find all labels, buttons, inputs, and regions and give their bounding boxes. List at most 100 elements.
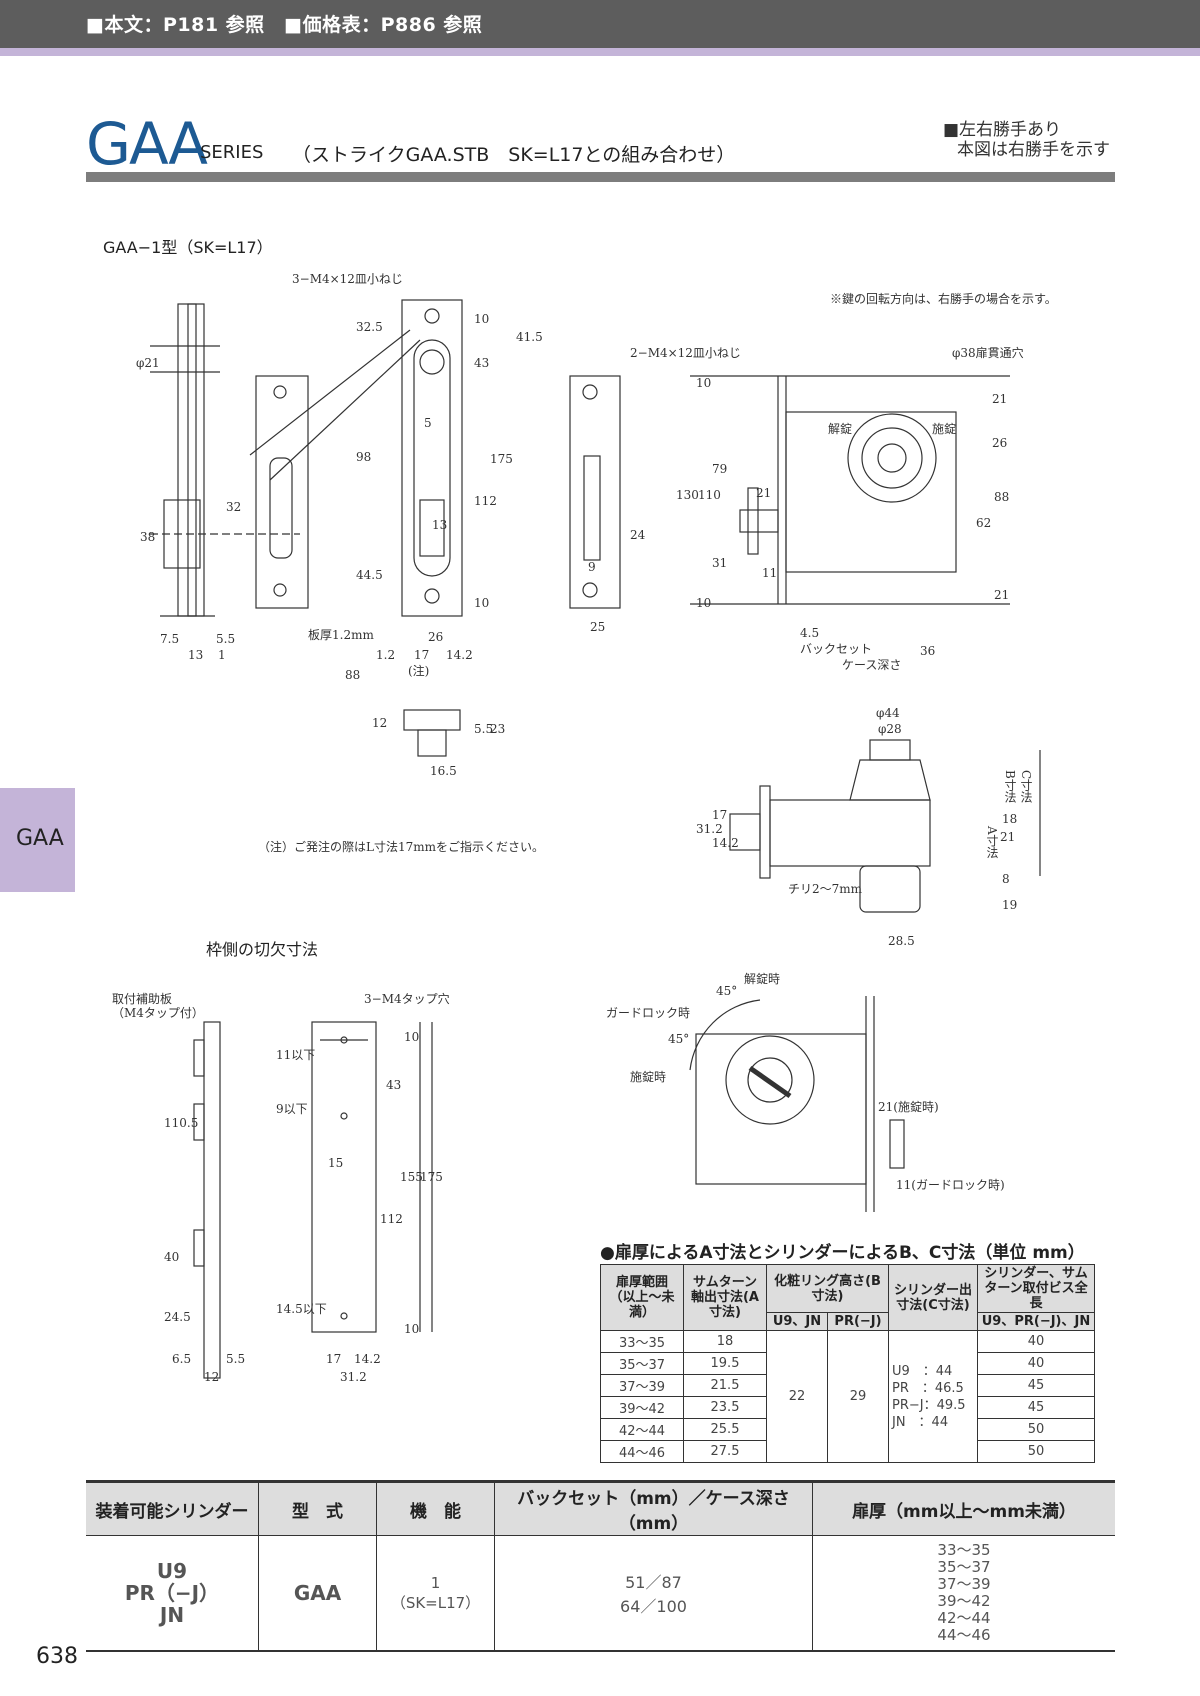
- header-backset: バックセット（mm）／ケース深さ（mm）: [494, 1480, 813, 1536]
- dimension-value: 43: [474, 356, 490, 370]
- dimension-value: 12: [204, 1370, 220, 1384]
- series-subtitle: （ストライクGAA.STB SK=L17との組み合わせ）: [292, 144, 736, 166]
- order-note: （注）ご発注の際はL寸法17mmをご指示ください。: [258, 840, 544, 854]
- thickness-value: 33〜35: [937, 1541, 991, 1559]
- a-cell: 18: [683, 1330, 767, 1353]
- dimension-value: 13: [432, 518, 448, 532]
- backset-value: 51／87: [625, 1573, 682, 1592]
- side-tab[interactable]: GAA: [0, 788, 75, 892]
- dimension-value: 13: [188, 648, 204, 662]
- lock-label: 施錠: [932, 422, 957, 436]
- dimension-value: 31: [712, 556, 728, 570]
- spec-table: 扉厚範囲（以上〜未満） サムターン軸出寸法(A寸法) 化粧リング高さ(B寸法) …: [600, 1264, 1095, 1463]
- cylinder-section: [729, 739, 1041, 913]
- dimension-value: 98: [356, 450, 372, 464]
- spec-header-c: シリンダー出寸法(C寸法): [888, 1264, 978, 1331]
- dimension-value: 21: [756, 486, 772, 500]
- spec-header-range: 扉厚範囲（以上〜未満）: [600, 1264, 684, 1331]
- dimension-value: 18: [1002, 812, 1018, 826]
- thickness-value: 44〜46: [937, 1626, 991, 1644]
- dimension-value: 12: [372, 716, 388, 730]
- strike-plate: [255, 375, 309, 609]
- strike-front: [569, 375, 621, 609]
- dimension-value: 5.5: [474, 722, 494, 736]
- dimension-value: 110.5: [164, 1116, 199, 1130]
- dimension-value: 175: [420, 1170, 443, 1184]
- dimension-value: 79: [712, 462, 728, 476]
- dimension-value: 28.5: [888, 934, 915, 948]
- series-title: GAA: [86, 110, 208, 178]
- header-thickness: 扉厚（mm以上〜mm未満）: [812, 1480, 1115, 1536]
- lock-case-view: [690, 375, 1010, 605]
- len-cell: 45: [977, 1374, 1095, 1397]
- thickness-value: 39〜42: [937, 1592, 991, 1610]
- dimension-value: 31.2: [340, 1370, 367, 1384]
- thickness-value: 35〜37: [937, 1558, 991, 1576]
- lock-front-plate: [249, 299, 463, 617]
- b-dim-label: B寸法: [1003, 770, 1017, 803]
- side-tab-label: GAA: [16, 826, 64, 851]
- c-line: PR−J：49.5: [892, 1397, 966, 1413]
- len-cell: 45: [977, 1396, 1095, 1419]
- cylinders-cell: U9 PR（−J） JN: [86, 1535, 259, 1652]
- spec-header-b-u9: U9、JN: [766, 1312, 828, 1331]
- c-dim-label: C寸法: [1019, 770, 1033, 804]
- spec-header-b-pr: PR(−J): [827, 1312, 889, 1331]
- unlocked-when-label: 解錠時: [744, 972, 781, 986]
- table-row: U9 PR（−J） JN GAA 1 （SK=L17） 51／87 64／100…: [86, 1535, 1115, 1652]
- rotation-diagram: [689, 996, 905, 1212]
- spec-header-b: 化粧リング高さ(B寸法): [766, 1264, 889, 1313]
- dimension-value: 21: [992, 392, 1008, 406]
- a-cell: 21.5: [683, 1374, 767, 1397]
- spec-table-title: ●扉厚によるA寸法とシリンダーによるB、C寸法（単位 mm）: [600, 1243, 1085, 1263]
- dimension-value: 130: [676, 488, 699, 502]
- dimension-value: 26: [992, 436, 1008, 450]
- dimension-value: 32: [226, 500, 242, 514]
- screw-strike-label: 2−M4×12皿小ねじ: [630, 346, 741, 360]
- header-function: 機 能: [376, 1480, 495, 1536]
- dimension-value: 5.5: [226, 1352, 246, 1366]
- c-line: JN ：44: [892, 1414, 949, 1430]
- dimension-value: 40: [164, 1250, 180, 1264]
- header-cylinders: 装着可能シリンダー: [86, 1480, 259, 1536]
- thickness-value: 37〜39: [937, 1575, 991, 1593]
- dimension-value: φ21: [136, 356, 160, 370]
- screw-top-label: 3−M4×12皿小ねじ: [292, 272, 403, 286]
- dimension-value: 24.5: [164, 1310, 191, 1324]
- table-row: 33〜35 18 22 29 U9 ：44 PR ：46.5 PR−J：49.5…: [600, 1330, 1095, 1463]
- dimension-value: 10: [696, 376, 712, 390]
- backset-value: 64／100: [620, 1597, 687, 1616]
- guard-lock-when-label: ガードロック時: [606, 1006, 691, 1020]
- reinforce-sub-label: （M4タップ付）: [112, 1006, 204, 1020]
- dimension-value: 21: [1000, 830, 1016, 844]
- c-line: PR ：46.5: [892, 1380, 964, 1396]
- hand-note: ■左右勝手あり 本図は右勝手を示す: [943, 120, 1110, 160]
- dimension-value: 9以下: [276, 1102, 308, 1116]
- range-cell: 35〜37: [600, 1352, 684, 1375]
- b-pr-cell: 29: [827, 1330, 889, 1463]
- dimension-value: 7.5: [160, 632, 180, 646]
- thickness-cell: 33〜35 35〜37 37〜39 39〜42 42〜44 44〜46: [812, 1535, 1115, 1652]
- title-rule: [86, 172, 1115, 182]
- c-line: U9 ：44: [892, 1363, 953, 1379]
- dimension-value: 21: [994, 588, 1010, 602]
- backset-cell: 51／87 64／100: [494, 1535, 813, 1652]
- range-cell: 33〜35: [600, 1330, 684, 1353]
- a-cell: 23.5: [683, 1396, 767, 1419]
- dimension-value: 14.2: [446, 648, 473, 662]
- dimension-value: 43: [386, 1078, 402, 1092]
- model-cell: GAA: [258, 1535, 377, 1652]
- dimension-value: 175: [490, 452, 513, 466]
- hand-note-line-1: ■左右勝手あり: [943, 120, 1062, 140]
- dimension-value: 14.2: [712, 836, 739, 850]
- dimension-value: 6.5: [172, 1352, 192, 1366]
- dimension-value: 5.5: [216, 632, 236, 646]
- a-cell: 25.5: [683, 1418, 767, 1441]
- dimension-value: 4.5: [800, 626, 820, 640]
- dimension-value: 10: [474, 312, 490, 326]
- len-cell: 40: [977, 1330, 1095, 1353]
- dimension-value: 5: [424, 416, 432, 430]
- dimension-value: 10: [696, 596, 712, 610]
- note-mark: (注): [408, 664, 430, 678]
